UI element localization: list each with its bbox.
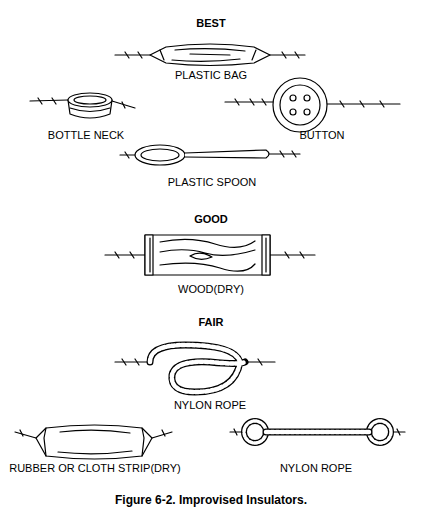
- rating-heading: GOOD: [194, 213, 228, 226]
- item-label: PLASTIC SPOON: [168, 176, 257, 189]
- plastic-bag-illustration: [115, 44, 305, 66]
- figure-caption: Figure 6-2. Improvised Insulators.: [115, 494, 307, 507]
- item-label: NYLON ROPE: [174, 399, 246, 412]
- rating-heading: BEST: [196, 17, 225, 30]
- item-label: BOTTLE NECK: [48, 129, 124, 142]
- item-label: WOOD(DRY): [178, 283, 244, 296]
- item-label: RUBBER OR CLOTH STRIP(DRY): [9, 462, 181, 475]
- plastic-spoon-illustration: [120, 145, 300, 165]
- item-label: NYLON ROPE: [280, 462, 352, 475]
- rubber-strip-illustration: [15, 425, 172, 459]
- nylon-rope-straight-illustration: [230, 421, 405, 443]
- rating-heading: FAIR: [198, 316, 223, 329]
- wood-block-illustration: [105, 235, 315, 275]
- nylon-rope-loop-illustration: [115, 345, 275, 392]
- item-label: PLASTIC BAG: [175, 69, 247, 82]
- button-illustration: [225, 78, 400, 132]
- item-label: BUTTON: [299, 129, 344, 142]
- bottle-neck-illustration: [30, 93, 135, 118]
